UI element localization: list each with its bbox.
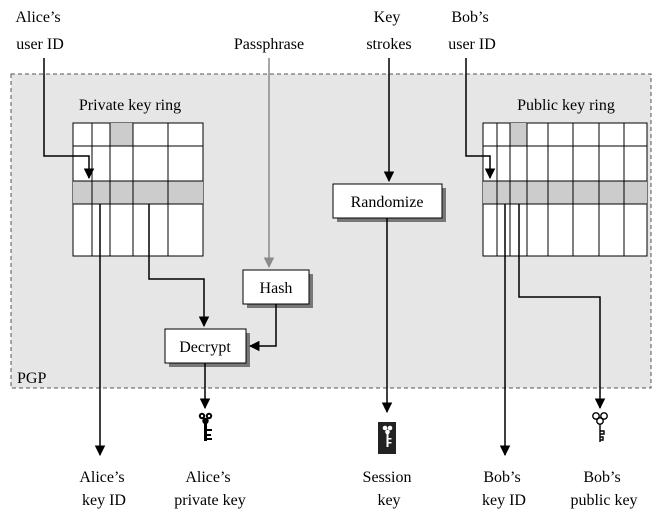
randomize-label: Randomize (351, 194, 424, 211)
bob-public-key-label: Bob’s public key (570, 469, 637, 509)
key-icon (378, 422, 396, 454)
alice-user-id-label: Alice’s user ID (15, 9, 64, 53)
passphrase-label: Passphrase (234, 36, 304, 53)
private-key-ring-table (72, 122, 204, 257)
bob-key-id-label: Bob’s key ID (482, 469, 526, 509)
alice-user-id-arrow (43, 58, 95, 180)
key-strokes-label: Key strokes (366, 9, 411, 53)
public-key-ring-title: Public key ring (517, 97, 615, 114)
private-key-ring-title: Private key ring (79, 97, 181, 114)
pgp-label: PGP (17, 370, 46, 387)
bob-user-id-arrow (465, 58, 496, 180)
key-icon (198, 412, 213, 441)
hash-box: Hash (242, 269, 313, 308)
bob-user-id-label: Bob’s user ID (448, 9, 496, 53)
alice-key-id-label: Alice’s key ID (79, 469, 128, 509)
alice-private-key-label: Alice’s private key (174, 469, 246, 509)
hash-label: Hash (260, 280, 293, 297)
public-key-ring-table (482, 122, 648, 257)
randomize-box: Randomize (332, 183, 446, 222)
hash-to-decrypt-arrow (248, 304, 277, 352)
session-key-label: Session key (363, 469, 416, 509)
key-icon (592, 412, 608, 442)
decrypt-label: Decrypt (179, 339, 231, 356)
bob-public-key-arrow (518, 204, 606, 410)
encrypted-key-arrow (148, 204, 210, 328)
decrypt-box: Decrypt (164, 328, 250, 367)
